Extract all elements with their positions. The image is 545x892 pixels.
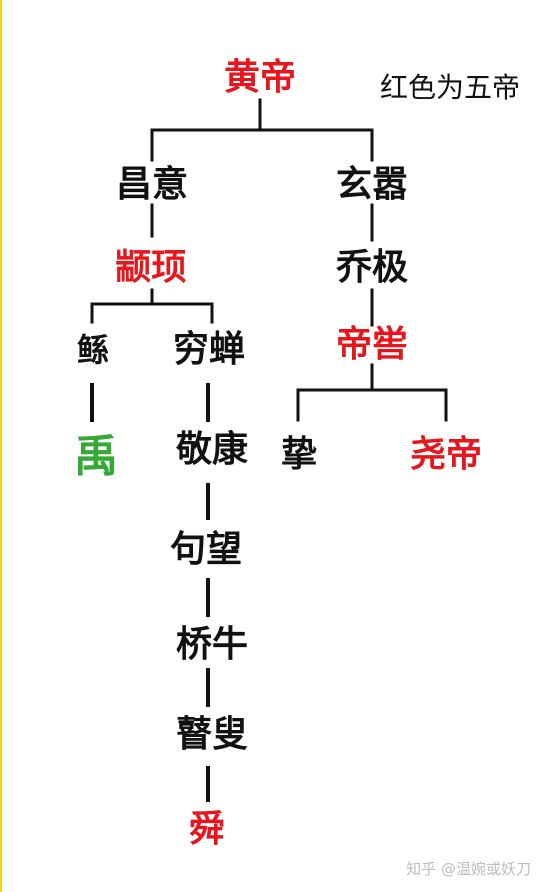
node-qiongchan: 穷蝉 — [172, 329, 246, 370]
node-yu: 禹 — [74, 431, 118, 482]
node-zhi: 挚 — [280, 434, 318, 475]
node-gusou: 瞽叟 — [175, 714, 249, 755]
node-xuanxiao: 玄嚣 — [335, 164, 409, 205]
watermark: 知乎 @温婉或妖刀 — [406, 860, 531, 878]
node-juwang: 句望 — [169, 529, 243, 570]
node-jingkang: 敬康 — [175, 429, 249, 470]
node-diku: 帝喾 — [335, 324, 409, 365]
node-changyi: 昌意 — [115, 164, 189, 205]
node-shun: 舜 — [188, 809, 226, 850]
node-huangdi: 黄帝 — [223, 57, 297, 98]
node-yao: 尧帝 — [409, 434, 483, 475]
left-border — [0, 0, 2, 892]
node-zhuanxu: 颛顼 — [114, 247, 188, 288]
node-qiaoji: 乔极 — [335, 247, 409, 288]
node-qiaoniu: 桥牛 — [175, 624, 249, 665]
node-gun: 鲧 — [76, 331, 110, 369]
legend-text: 红色为五帝 — [380, 71, 521, 104]
